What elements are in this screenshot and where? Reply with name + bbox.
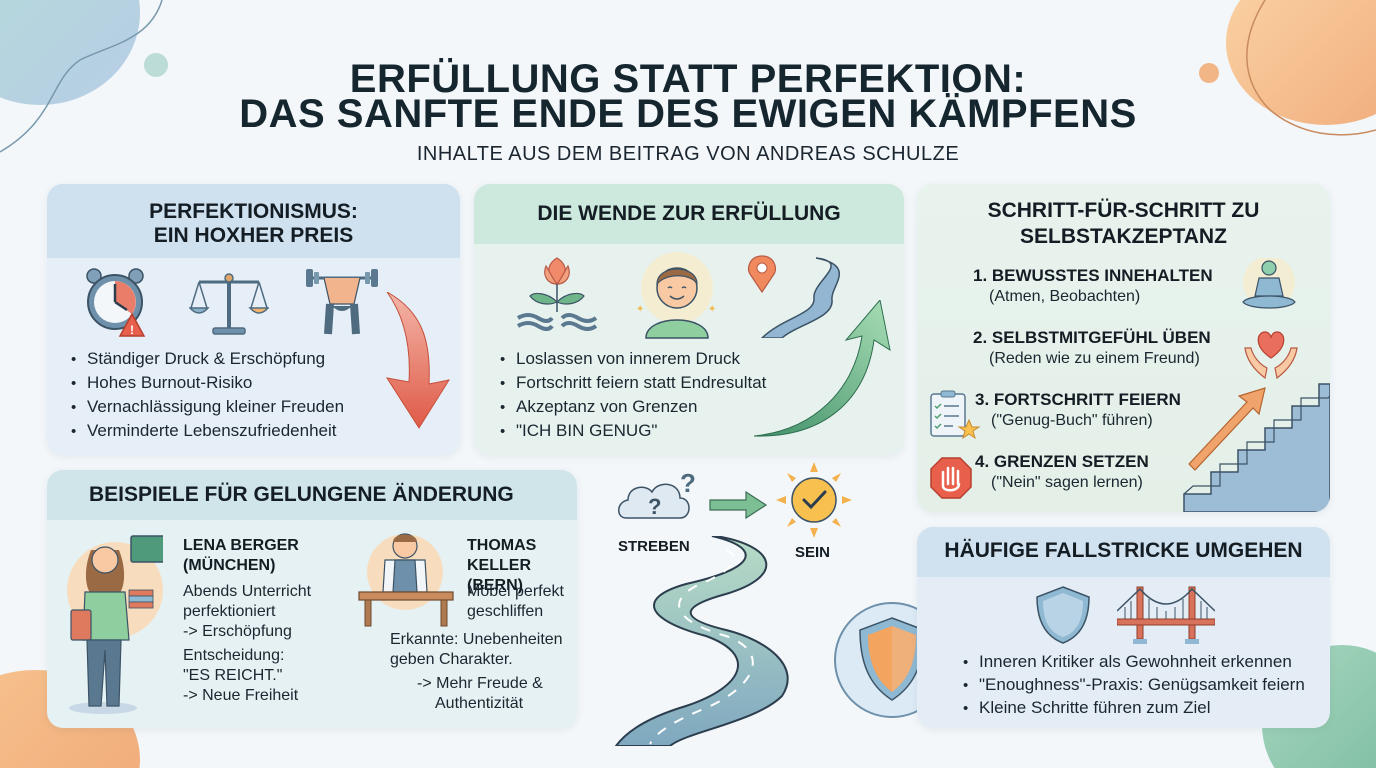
teacher-illustration-icon xyxy=(67,535,163,714)
panel-title-line1: PERFEKTIONISMUS: xyxy=(149,200,358,223)
weightlifter-icon xyxy=(306,269,378,335)
wende-bullets: Loslassen von innerem Druck Fortschritt … xyxy=(500,347,766,443)
step-3: 3. FORTSCHRITT FEIERN ("Genug-Buch" führ… xyxy=(975,390,1181,430)
winding-road-icon xyxy=(614,536,789,746)
panel-fallstricke: HÄUFIGE FALLSTRICKE UMGEHEN Inneren Krit… xyxy=(917,527,1330,728)
staircase-arrow-icon xyxy=(1183,383,1330,512)
flower-broken-chain-icon xyxy=(516,257,598,331)
page-title-line1: ERFÜLLUNG STATT PERFEKTION: xyxy=(349,57,1027,101)
step-subtitle: ("Genug-Buch" führen) xyxy=(991,412,1153,429)
panel-title-line1: SCHRITT-FÜR-SCHRITT ZU xyxy=(987,199,1260,222)
location-line: (MÜNCHEN) xyxy=(183,557,276,574)
text-line: Entscheidung: xyxy=(183,647,285,664)
name-line: THOMAS KELLER xyxy=(467,537,537,574)
smiling-person-icon: ✦ ✦ xyxy=(636,252,716,339)
text-line: Authentizität xyxy=(435,695,524,712)
step-title: 1. BEWUSSTES INNEHALTEN xyxy=(973,266,1213,285)
example-1-text: Abends Unterricht perfektioniert -> Ersc… xyxy=(183,582,311,642)
page-subtitle: INHALTE AUS DEM BEITRAG VON ANDREAS SCHU… xyxy=(416,143,960,165)
panel-title: SCHRITT-FÜR-SCHRITT ZU SELBSTAKZEPTANZ xyxy=(917,184,1330,250)
panel-title-line2: EIN HOXHER PREIS xyxy=(153,224,354,247)
panel-title: BEISPIELE FÜR GELUNGENE ÄNDERUNG xyxy=(47,470,577,520)
stop-hand-icon xyxy=(930,457,972,499)
name-line: LENA BERGER xyxy=(183,537,299,554)
perfektionismus-bullets: Ständiger Druck & Erschöpfung Hohes Burn… xyxy=(71,347,344,443)
sein-label: SEIN xyxy=(795,544,831,561)
example-2-insight: Erkannte: Unebenheiten geben Charakter. xyxy=(390,630,563,670)
right-arrow-icon xyxy=(709,490,768,520)
bullet-item: "Enoughness"-Praxis: Genügsamkeit feiern xyxy=(963,674,1305,697)
shield-icon xyxy=(1036,586,1090,644)
step-2: 2. SELBSTMITGEFÜHL ÜBEN (Reden wie zu ei… xyxy=(973,328,1211,368)
fallstricke-bullets: Inneren Kritiker als Gewohnheit erkennen… xyxy=(963,651,1305,720)
sun-check-icon xyxy=(776,462,852,538)
text-line: Abends Unterricht xyxy=(183,583,312,600)
bullet-item: Verminderte Lebenszufriedenheit xyxy=(71,419,344,443)
page-title-line2: DAS SANFTE ENDE DES EWIGEN KÄMPFENS xyxy=(239,92,1137,136)
bullet-item: Loslassen von innerem Druck xyxy=(500,347,766,371)
streben-label: STREBEN xyxy=(618,538,690,555)
alarm-clock-warning-icon: ! xyxy=(86,268,146,337)
svg-text:?: ? xyxy=(648,494,661,519)
text-line: Erkannte: Unebenheiten xyxy=(390,631,563,648)
down-arrow-icon xyxy=(385,292,451,429)
bullet-item: Vernachlässigung kleiner Freuden xyxy=(71,395,344,419)
panel-schritte: SCHRITT-FÜR-SCHRITT ZU SELBSTAKZEPTANZ 1… xyxy=(917,184,1330,512)
location-path-icon xyxy=(747,255,840,338)
bullet-item: Akzeptanz von Grenzen xyxy=(500,395,766,419)
text-line: -> Neue Freiheit xyxy=(183,687,299,704)
panel-title: DIE WENDE ZUR ERFÜLLUNG xyxy=(474,184,904,244)
step-subtitle: (Atmen, Beobachten) xyxy=(989,288,1141,305)
bullet-item: Inneren Kritiker als Gewohnheit erkennen xyxy=(963,651,1305,674)
step-title: 3. FORTSCHRITT FEIERN xyxy=(975,390,1181,409)
cloud-question-icon: ? ? xyxy=(618,468,696,519)
bullet-item: Fortschritt feiern statt Endresultat xyxy=(500,371,766,395)
step-4: 4. GRENZEN SETZEN ("Nein" sagen lernen) xyxy=(975,452,1149,492)
location-line: (BERN) xyxy=(467,577,523,594)
example-2-text: Möbel perfekt geschliffen xyxy=(467,582,564,622)
svg-text:?: ? xyxy=(680,468,696,498)
example-1-decision: Entscheidung: "ES REICHT." -> Neue Freih… xyxy=(183,646,298,706)
carpenter-illustration-icon xyxy=(358,533,454,627)
bullet-item: Ständiger Druck & Erschöpfung xyxy=(71,347,344,371)
step-1: 1. BEWUSSTES INNEHALTEN (Atmen, Beobacht… xyxy=(973,266,1213,306)
text-line: -> Mehr Freude & xyxy=(417,675,543,692)
panel-title-line2: SELBSTAKZEPTANZ xyxy=(1020,225,1227,248)
panel-title: PERFEKTIONISMUS: EIN HOXHER PREIS xyxy=(47,184,460,258)
text-line: geschliffen xyxy=(467,603,544,620)
step-subtitle: ("Nein" sagen lernen) xyxy=(991,474,1143,491)
panel-wende: DIE WENDE ZUR ERFÜLLUNG ✦ ✦ Loslassen vo… xyxy=(474,184,904,455)
example-2-name: THOMAS KELLER (BERN) xyxy=(467,536,577,596)
svg-text:✦: ✦ xyxy=(708,304,716,315)
panel-beispiele: BEISPIELE FÜR GELUNGENE ÄNDERUNG LENA BE… xyxy=(47,470,577,728)
step-title: 4. GRENZEN SETZEN xyxy=(975,452,1149,471)
text-line: "ES REICHT." xyxy=(183,667,283,684)
checklist-star-icon xyxy=(930,390,981,440)
panel-perfektionismus: PERFEKTIONISMUS: EIN HOXHER PREIS ! xyxy=(47,184,460,455)
svg-text:✦: ✦ xyxy=(636,304,644,315)
svg-text:!: ! xyxy=(130,323,134,337)
example-1-name: LENA BERGER (MÜNCHEN) xyxy=(183,536,299,576)
step-subtitle: (Reden wie zu einem Freund) xyxy=(989,350,1200,367)
text-line: -> Erschöpfung xyxy=(183,623,292,640)
panel-title: HÄUFIGE FALLSTRICKE UMGEHEN xyxy=(917,527,1330,577)
up-arrow-icon xyxy=(754,300,891,437)
heart-hands-icon xyxy=(1244,331,1298,380)
example-2-result: -> Mehr Freude & Authentizität xyxy=(417,674,543,714)
scales-icon xyxy=(189,273,269,335)
bullet-item: Hohes Burnout-Risiko xyxy=(71,371,344,395)
bridge-icon xyxy=(1117,586,1215,644)
text-line: Möbel perfekt xyxy=(467,583,564,600)
step-title: 2. SELBSTMITGEFÜHL ÜBEN xyxy=(973,328,1211,347)
bullet-item: Kleine Schritte führen zum Ziel xyxy=(963,697,1305,720)
bullet-item: "ICH BIN GENUG" xyxy=(500,419,766,443)
meditation-icon xyxy=(1242,258,1296,309)
text-line: geben Charakter. xyxy=(390,651,513,668)
text-line: perfektioniert xyxy=(183,603,276,620)
